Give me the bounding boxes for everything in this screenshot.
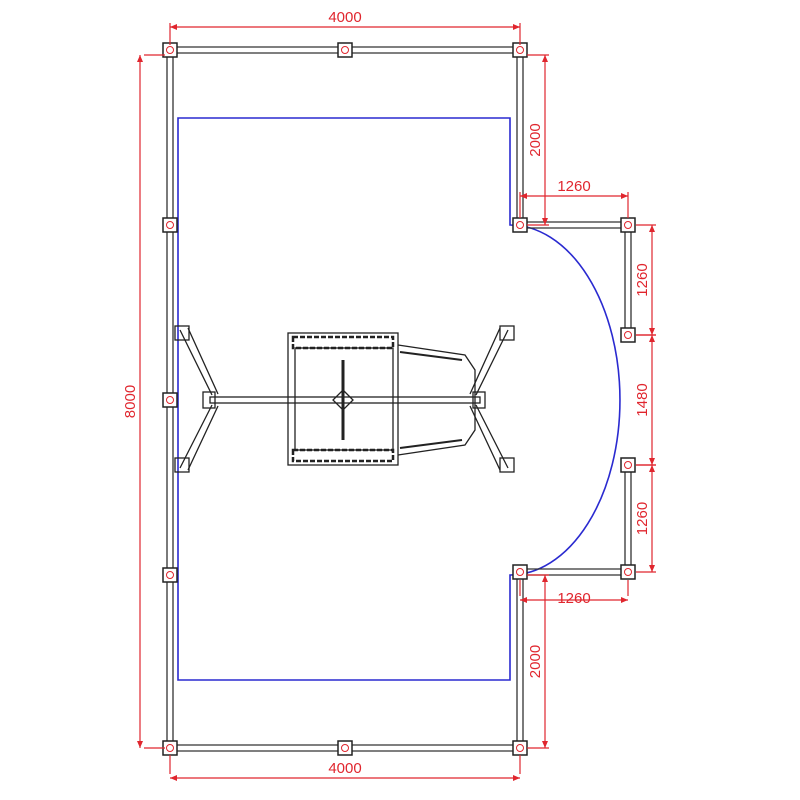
frame-post — [512, 740, 528, 756]
arrowhead — [649, 225, 655, 232]
frame-structure — [162, 42, 636, 756]
foot-plate — [174, 457, 190, 473]
left-hub — [202, 391, 216, 409]
weight-stack-top — [291, 335, 395, 350]
frame-post — [620, 327, 636, 343]
dimension-label: 4000 — [328, 9, 361, 26]
dim-bottom-width: 4000 — [169, 755, 521, 781]
arrowhead — [520, 193, 527, 199]
arrowhead — [621, 193, 628, 199]
weight-stack-bottom — [291, 448, 395, 463]
dimension-label: 4000 — [328, 760, 361, 777]
frame-post — [620, 564, 636, 580]
crossbar — [209, 396, 481, 404]
dimension-label: 1260 — [634, 263, 651, 296]
dim-upper-offset: 2000 — [527, 54, 549, 226]
dim-lower-bay-length: 1260 — [634, 464, 656, 573]
frame-beam — [516, 572, 524, 748]
arrowhead — [137, 55, 143, 62]
frame-beam — [520, 221, 628, 229]
frame-post — [512, 217, 528, 233]
arrowhead — [513, 775, 520, 781]
arrowhead — [520, 597, 527, 603]
bench-rail — [399, 439, 463, 449]
rack-outer — [287, 332, 399, 466]
dimension-label: 8000 — [122, 385, 139, 418]
right-leg-upper — [469, 327, 509, 396]
dim-opening: 1480 — [634, 334, 656, 466]
right-hub — [472, 391, 486, 409]
dim-top-width: 4000 — [169, 9, 521, 45]
arrowhead — [649, 458, 655, 465]
arrowhead — [513, 24, 520, 30]
arrowhead — [649, 565, 655, 572]
usable-area-boundary — [177, 117, 621, 681]
frame-beam — [624, 225, 632, 335]
frame-post — [620, 217, 636, 233]
arrowhead — [542, 55, 548, 62]
dim-upper-bay-length: 1260 — [634, 224, 656, 336]
arrowhead — [170, 24, 177, 30]
frame-post — [512, 564, 528, 580]
dimension-lines: 4000 4000 8000 2000 2000 1260 1260 1260 1480 1260 — [122, 9, 656, 781]
frame-post — [337, 42, 353, 58]
dimension-label: 2000 — [527, 123, 544, 156]
arrowhead — [621, 597, 628, 603]
arrowhead — [649, 328, 655, 335]
frame-beam — [624, 465, 632, 572]
frame-post — [162, 740, 178, 756]
foot-plate — [499, 457, 515, 473]
left-leg-lower — [179, 404, 219, 471]
central-equipment — [174, 325, 515, 473]
left-leg-upper — [179, 327, 219, 396]
frame-post — [337, 740, 353, 756]
frame-post — [620, 457, 636, 473]
dimension-label: 1480 — [634, 383, 651, 416]
dimension-label: 1260 — [557, 178, 590, 195]
frame-post — [162, 42, 178, 58]
dim-lower-bay-depth: 1260 — [519, 580, 629, 607]
foot-plate — [174, 325, 190, 341]
dimension-label: 1260 — [557, 590, 590, 607]
right-leg-lower — [469, 404, 509, 471]
arrowhead — [542, 218, 548, 225]
frame-post — [162, 217, 178, 233]
center-diamond — [332, 389, 354, 411]
arrowhead — [649, 465, 655, 472]
foot-plate — [499, 325, 515, 341]
dimension-label: 2000 — [527, 645, 544, 678]
arrowhead — [649, 335, 655, 342]
frame-post — [162, 567, 178, 583]
bench-frame — [397, 344, 476, 456]
arrowhead — [542, 575, 548, 582]
dim-total-height: 8000 — [122, 54, 165, 749]
arrowhead — [542, 741, 548, 748]
arrowhead — [170, 775, 177, 781]
dim-upper-bay-depth: 1260 — [519, 178, 629, 218]
bench-rail — [399, 351, 463, 361]
frame-post — [512, 42, 528, 58]
arrowhead — [137, 741, 143, 748]
dimension-label: 1260 — [634, 502, 651, 535]
dim-lower-offset: 2000 — [527, 574, 549, 749]
frame-post — [162, 392, 178, 408]
blue-boundary-outline — [177, 117, 621, 681]
